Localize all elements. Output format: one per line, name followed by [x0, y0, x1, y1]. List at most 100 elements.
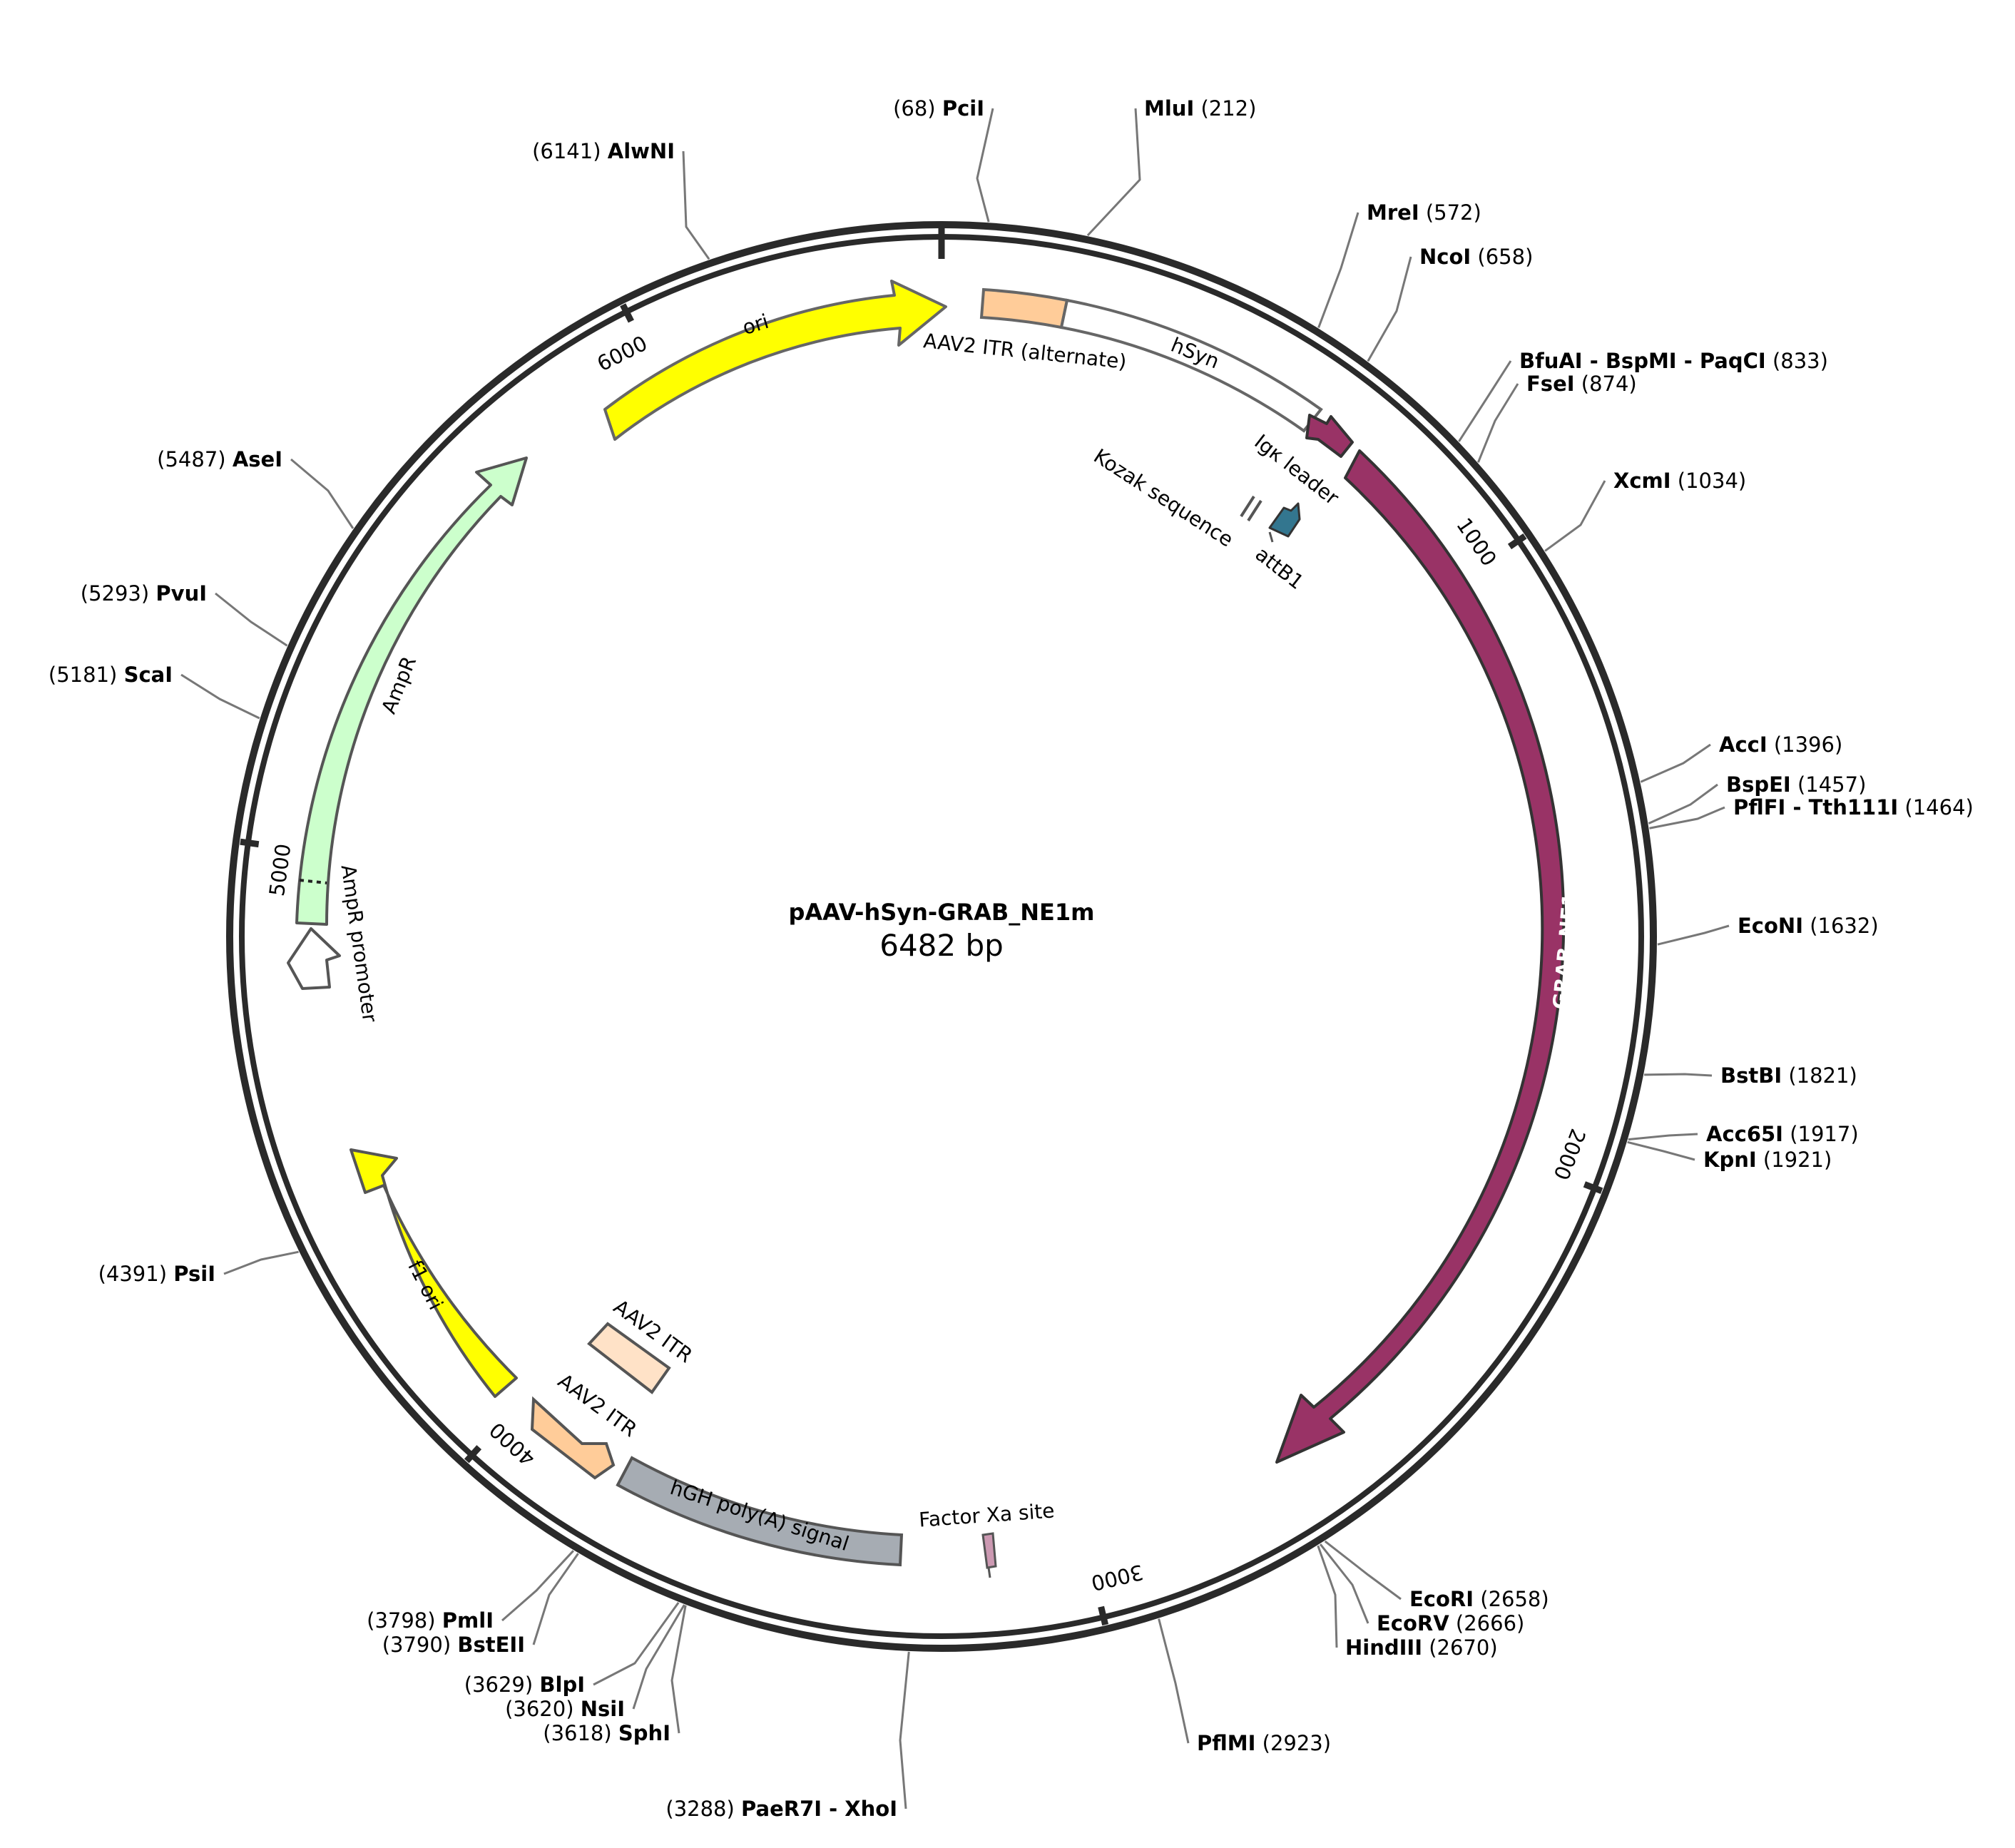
site-position: (3798) — [367, 1608, 435, 1633]
site-spacer — [1575, 372, 1581, 396]
site-spacer — [1898, 795, 1904, 820]
site-label-xcmi[interactable]: XcmI (1034) — [1613, 469, 1746, 493]
site-label-pvui[interactable]: (5293) PvuI — [81, 581, 207, 606]
site-name: BstBI — [1720, 1063, 1782, 1088]
site-label-psii[interactable]: (4391) PsiI — [98, 1262, 215, 1286]
site-name: Acc65I — [1706, 1122, 1783, 1146]
site-leader-line — [1086, 108, 1141, 237]
site-label-pflmi[interactable]: PflMI (2923) — [1197, 1731, 1331, 1755]
tick-mark-3000 — [1098, 1605, 1109, 1626]
map-title-group: pAAV-hSyn-GRAB_NE1m 6482 bp — [788, 899, 1094, 963]
site-label-acc65i[interactable]: Acc65I (1917) — [1706, 1122, 1859, 1146]
site-name: AseI — [233, 447, 282, 471]
site-name: ScaI — [124, 663, 173, 687]
site-label-blpi[interactable]: (3629) BlpI — [464, 1673, 585, 1697]
site-position: (5293) — [81, 581, 149, 606]
grab-ne1m-arrow — [1275, 449, 1566, 1464]
ori-arrow — [603, 280, 947, 441]
site-spacer — [167, 1262, 173, 1286]
tick-label-5000: 5000 — [265, 842, 296, 898]
site-label-paer7i[interactable]: (3288) PaeR7I - XhoI — [665, 1797, 897, 1821]
site-label-hindiii[interactable]: HindIII (2670) — [1345, 1635, 1498, 1660]
site-label-bfuai[interactable]: BfuAI - BspMI - PaqCI (833) — [1519, 349, 1828, 373]
site-label-pmli[interactable]: (3798) PmlI — [367, 1608, 494, 1633]
site-spacer — [574, 1697, 581, 1721]
feature-ori[interactable]: ori — [603, 280, 947, 441]
site-spacer — [735, 1797, 741, 1821]
site-name: BlpI — [539, 1673, 585, 1697]
site-leader-line — [899, 1651, 910, 1809]
site-label-acci[interactable]: AccI (1396) — [1719, 732, 1842, 757]
hgh-polya-block — [616, 1456, 904, 1567]
site-label-pcii[interactable]: (68) PciI — [893, 96, 984, 121]
kozak-mark-1 — [1240, 495, 1255, 518]
site-label-pflfi[interactable]: PflFI - Tth111I (1464) — [1733, 795, 1974, 820]
site-leader-line — [670, 1605, 687, 1734]
site-spacer — [601, 139, 608, 163]
site-name: PciI — [942, 96, 984, 121]
factor-xa-stub — [987, 1567, 991, 1578]
site-name: XcmI — [1613, 469, 1671, 493]
site-label-mlui[interactable]: MluI (212) — [1144, 96, 1256, 121]
site-label-econi[interactable]: EcoNI (1632) — [1738, 914, 1879, 938]
aav2-itr-alternate-block — [979, 287, 1069, 330]
feature-hgh-polya-signal[interactable]: hGH poly(A) signal — [616, 1456, 904, 1567]
site-spacer — [1422, 1635, 1429, 1660]
site-leader-line — [632, 1604, 685, 1710]
feature-factor-xa-site[interactable]: Factor Xa site — [918, 1499, 1055, 1578]
site-spacer — [1757, 1148, 1763, 1172]
site-leader-line — [223, 1250, 299, 1275]
site-position: (5181) — [49, 663, 117, 687]
site-position: (5487) — [157, 447, 225, 471]
site-label-fsei[interactable]: FseI (874) — [1526, 372, 1637, 396]
site-name: PflMI — [1197, 1731, 1255, 1755]
site-name: PflFI - Tth111I — [1733, 795, 1898, 820]
feature-grab-ne1m[interactable]: GRAB_NE1m — [1275, 449, 1583, 1464]
site-name: SphI — [618, 1721, 670, 1745]
site-position: (1917) — [1790, 1122, 1858, 1146]
site-name: PsiI — [173, 1262, 215, 1286]
site-label-ecorv[interactable]: EcoRV (2666) — [1377, 1611, 1524, 1635]
site-label-bspei[interactable]: BspEI (1457) — [1726, 772, 1866, 797]
site-leader-line — [1544, 480, 1606, 552]
site-label-asei[interactable]: (5487) AseI — [157, 447, 282, 471]
site-position: (3620) — [505, 1697, 573, 1721]
site-position: (2923) — [1262, 1731, 1331, 1755]
site-name: BfuAI - BspMI - PaqCI — [1519, 349, 1766, 373]
site-label-kpni[interactable]: KpnI (1921) — [1703, 1148, 1832, 1172]
site-label-sphi[interactable]: (3618) SphI — [543, 1721, 670, 1745]
feature-f1-ori[interactable]: f1 ori — [350, 1148, 518, 1398]
site-label-bsteii[interactable]: (3790) BstEII — [382, 1633, 525, 1657]
site-spacer — [1766, 349, 1772, 373]
site-spacer — [1194, 96, 1200, 121]
site-label-mrei[interactable]: MreI (572) — [1367, 200, 1481, 225]
site-label-bstbi[interactable]: BstBI (1821) — [1720, 1063, 1857, 1088]
feature-aav2-itr-lower[interactable]: AAV2 ITR — [530, 1369, 641, 1480]
site-name: EcoRV — [1377, 1611, 1449, 1635]
site-label-scai[interactable]: (5181) ScaI — [49, 663, 173, 687]
site-name: PaeR7I - XhoI — [741, 1797, 897, 1821]
site-label-ecori[interactable]: EcoRI (2658) — [1409, 1587, 1549, 1611]
site-spacer — [1783, 1122, 1790, 1146]
feature-hsyn[interactable]: hSyn — [1059, 298, 1323, 433]
site-position: (1821) — [1788, 1063, 1857, 1088]
site-position: (1632) — [1810, 914, 1878, 938]
feature-ampr[interactable]: AmpR — [295, 456, 528, 926]
site-label-nsii[interactable]: (3620) NsiI — [505, 1697, 625, 1721]
site-label-ncoi[interactable]: NcoI (658) — [1419, 245, 1533, 269]
site-name: AccI — [1719, 732, 1767, 757]
site-name: PvuI — [155, 581, 207, 606]
feature-aav2-itr-upper[interactable]: AAV2 ITR — [587, 1295, 697, 1394]
f1-ori-label: f1 ori — [403, 1257, 448, 1314]
site-spacer — [451, 1633, 457, 1657]
site-name: NcoI — [1419, 245, 1471, 269]
site-label-alwni[interactable]: (6141) AlwNI — [532, 139, 675, 163]
feature-attb1[interactable]: attB1 — [1251, 502, 1308, 594]
site-leader-line — [1458, 360, 1512, 442]
feature-kozak-sequence[interactable]: Kozak sequence — [1089, 444, 1262, 552]
site-leader-line — [682, 150, 710, 260]
attb1-stub — [1268, 531, 1274, 543]
attb1-arrow — [1268, 502, 1301, 538]
site-leader-line — [1319, 1543, 1369, 1624]
site-name: BspEI — [1726, 772, 1791, 797]
